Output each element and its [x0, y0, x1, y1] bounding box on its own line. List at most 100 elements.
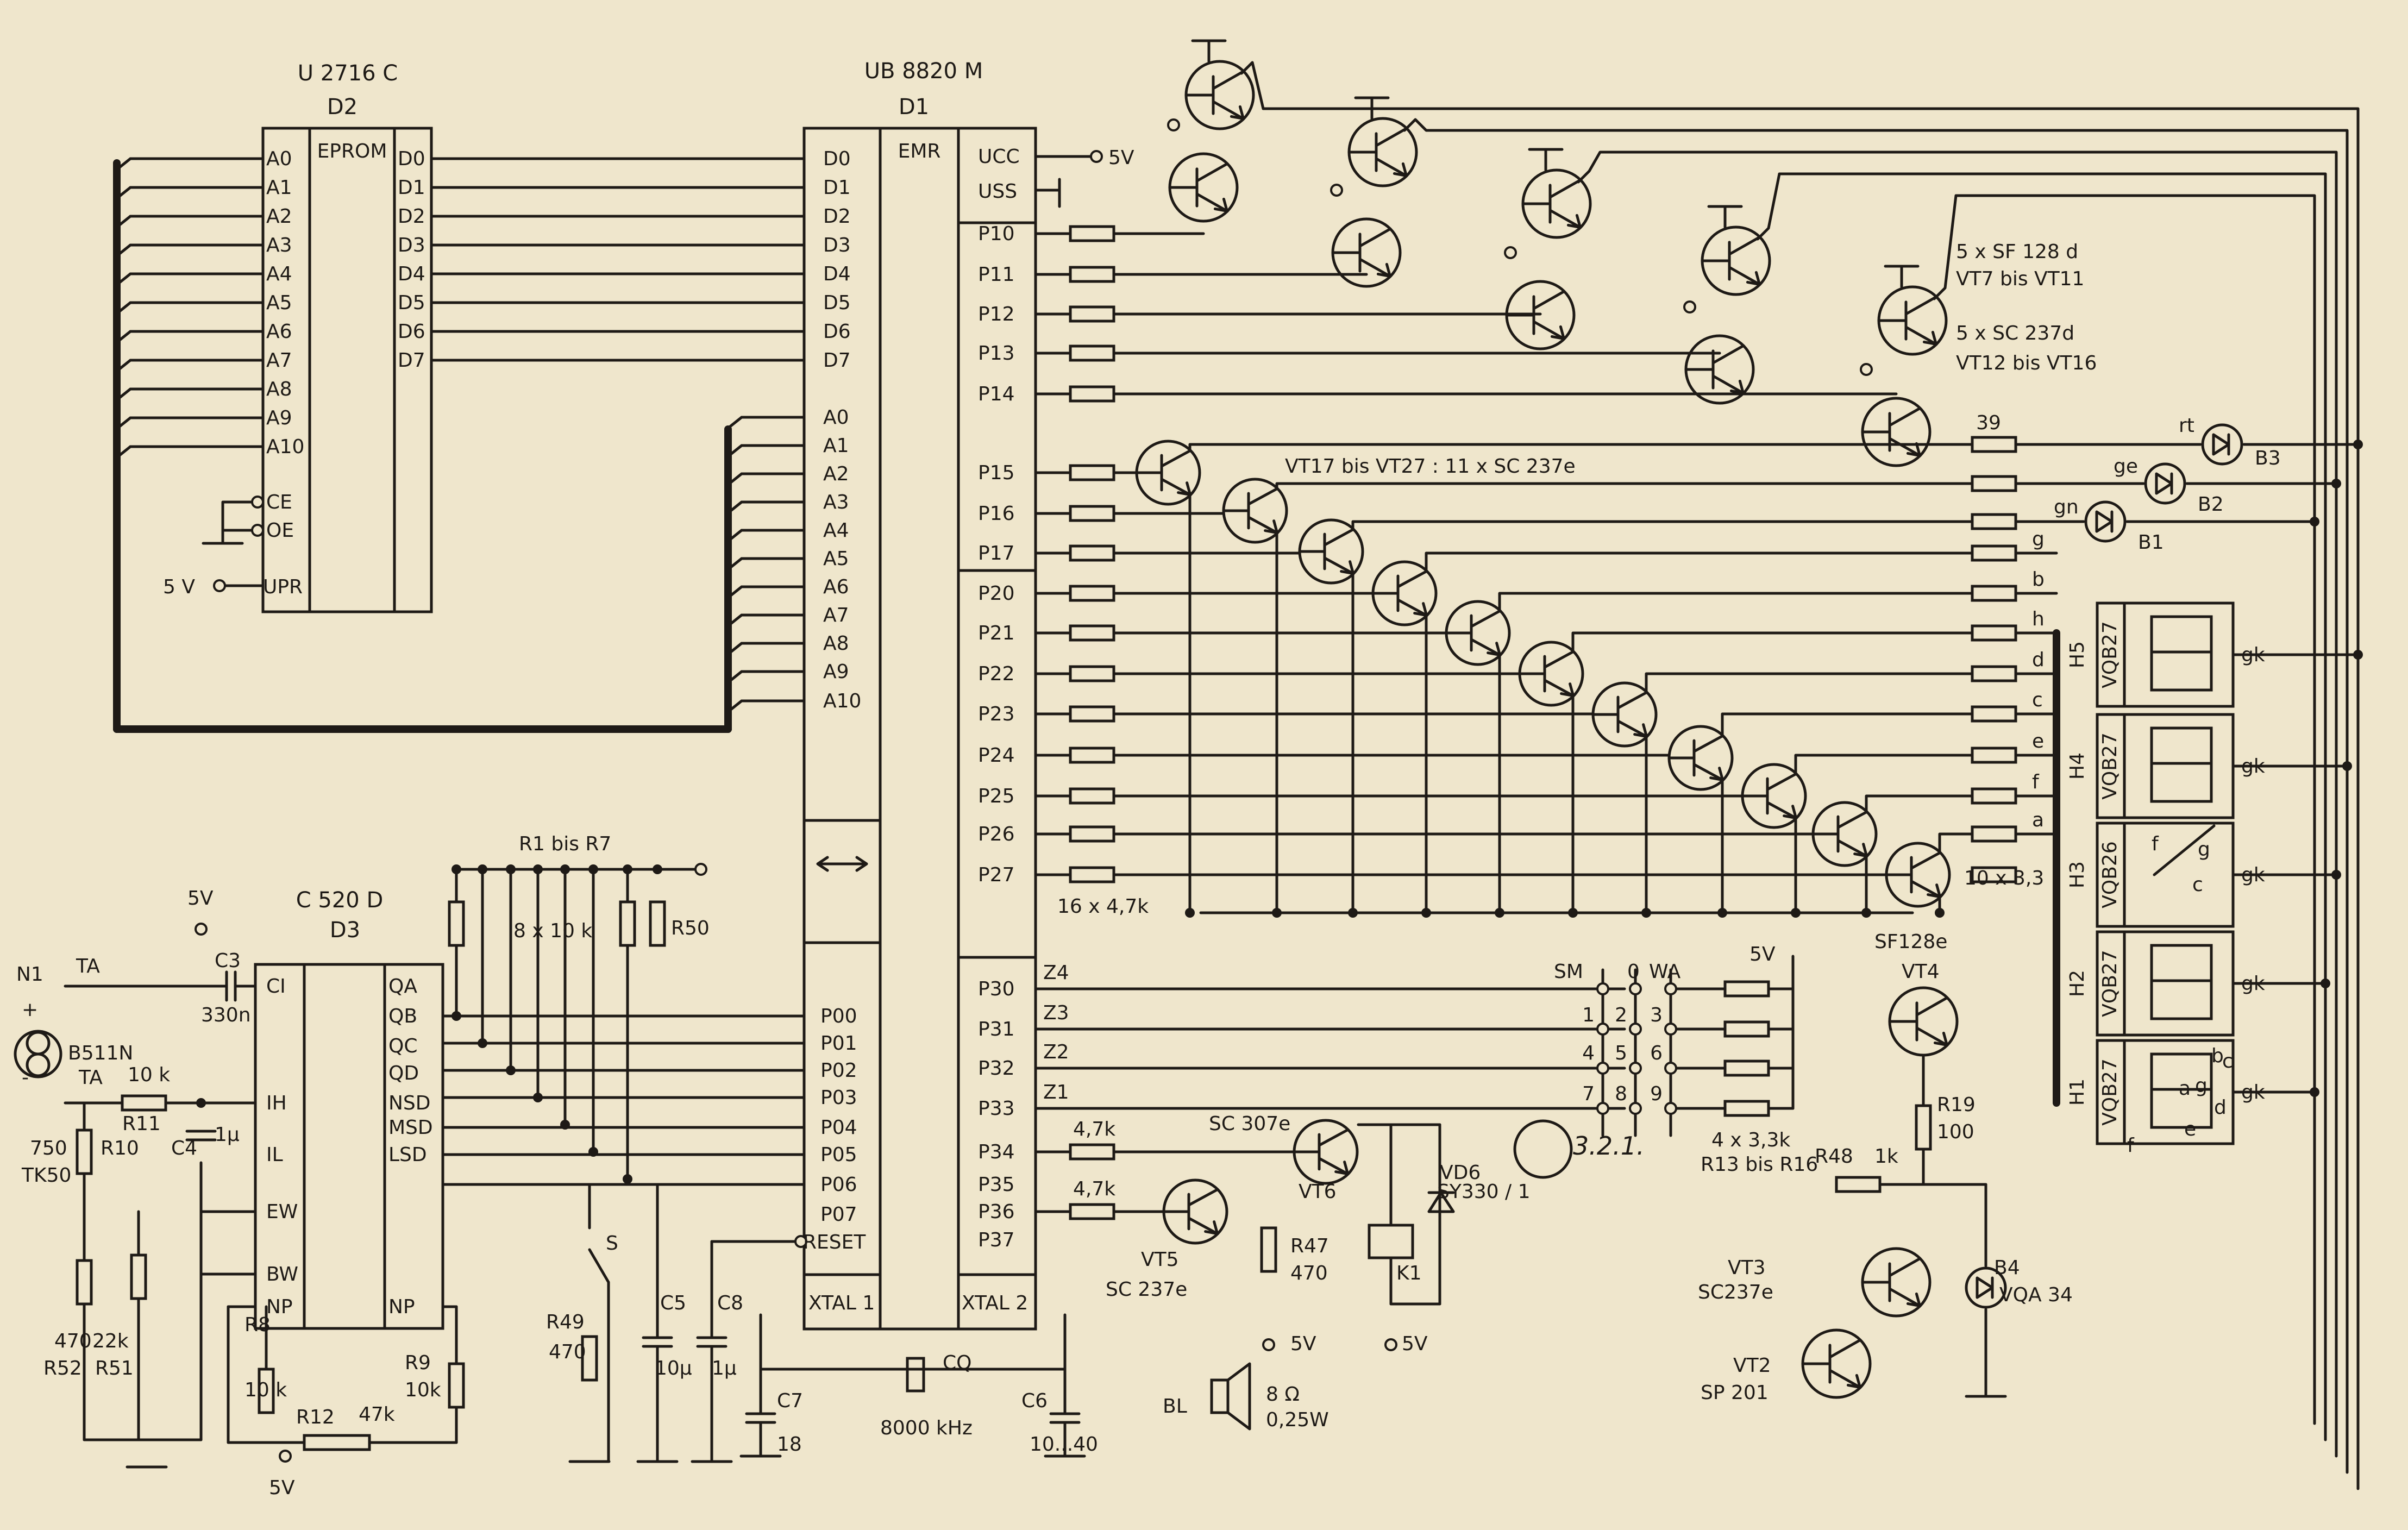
label-r47v: 470	[1290, 1262, 1328, 1284]
transistor-vt	[1692, 763, 1725, 782]
keypad-key: 7	[1582, 1083, 1595, 1105]
transistor-vt	[1766, 772, 1798, 791]
transistor-vt6	[1334, 1161, 1350, 1176]
wire	[1938, 832, 1974, 855]
transistor-vt	[1247, 516, 1279, 535]
led-icon	[1965, 1266, 2007, 1309]
chip-d1-addr: A10	[823, 690, 861, 712]
supply-5v: 5V	[1108, 147, 1134, 169]
resistor	[1971, 436, 2017, 453]
transistor-vt	[1910, 880, 1942, 899]
label-r34: 4,7k	[1073, 1118, 1115, 1140]
junction-dot	[1272, 908, 1282, 918]
wire	[115, 272, 132, 286]
transistor-vt2	[1828, 1369, 1861, 1389]
chip-d1-port: P12	[978, 303, 1015, 325]
resistor	[581, 1335, 598, 1382]
transistor-sc	[1195, 192, 1228, 212]
transistor-vt5	[1204, 1220, 1219, 1236]
display-ref: H1	[2066, 1078, 2089, 1106]
junction-dot	[1348, 908, 1358, 918]
junction-dot	[560, 1120, 570, 1130]
chip-d1-data: D5	[823, 292, 851, 314]
chip-d1-data: D4	[823, 263, 851, 285]
chip-d3-pin: QD	[388, 1062, 419, 1084]
resistor	[1971, 585, 2017, 602]
row-z-label: Z1	[1043, 1081, 1069, 1103]
wire	[115, 301, 132, 315]
segment-label: b	[2032, 568, 2045, 591]
label-minus: -	[22, 1067, 29, 1089]
label-c5: C5	[660, 1292, 686, 1314]
chip-d1-port: P20	[978, 582, 1015, 605]
junction-dot	[451, 1011, 461, 1021]
h1-letter: b	[2211, 1045, 2224, 1067]
chip-d2-ce: CE	[266, 491, 292, 513]
label-r47: R47	[1290, 1235, 1329, 1257]
chip-d1-port: P36	[978, 1201, 1015, 1223]
resistor	[1915, 1104, 1932, 1151]
transistor-sf	[1212, 70, 1245, 90]
keypad-key: 5	[1615, 1042, 1627, 1064]
chip-d2-type: U 2716 C	[298, 61, 398, 86]
transistor-vt3	[1888, 1257, 1921, 1277]
display-ref: H4	[2066, 753, 2089, 780]
label-8x10k: 8 x 10 k	[513, 920, 592, 942]
transistor-sc	[1888, 407, 1921, 427]
chip-d1-port: P05	[820, 1144, 857, 1166]
label-r19v: 100	[1937, 1121, 1974, 1143]
label-c4: C4	[171, 1137, 197, 1159]
display-gk: gk	[2241, 973, 2265, 995]
chip-d2-data: D3	[398, 234, 425, 256]
segment-label: h	[2032, 608, 2045, 630]
chip-d1-port: P16	[978, 503, 1015, 525]
chip-d1-addr: A8	[823, 632, 849, 655]
display-type: VQB27	[2099, 950, 2121, 1017]
chip-d2-addr: A6	[266, 321, 292, 343]
supply-5v: 5V	[1290, 1333, 1316, 1355]
transistor-vt	[1160, 449, 1192, 468]
chip-d3-pin: NSD	[388, 1092, 431, 1114]
transistor-vt	[1633, 723, 1648, 738]
terminal	[1596, 1102, 1609, 1115]
display-digit	[2096, 822, 2235, 928]
chip-d2-addr: A9	[266, 407, 292, 429]
row-z-label: Z2	[1043, 1041, 1069, 1063]
terminal	[1629, 1102, 1642, 1115]
h1-letter: e	[2184, 1118, 2196, 1140]
resistor	[1835, 1176, 1882, 1193]
resistor	[1069, 866, 1115, 883]
chip-d3-pin: EW	[266, 1201, 298, 1223]
led-icon	[2155, 472, 2173, 495]
wire	[726, 699, 743, 713]
chip-d1-addr: A4	[823, 519, 849, 542]
chip-d1-port: P00	[820, 1005, 857, 1027]
segment-label: d	[2032, 649, 2045, 671]
seven-segment-icon	[2150, 1088, 2213, 1129]
transistor-sc	[1888, 437, 1921, 457]
label-r51: R51	[95, 1357, 134, 1379]
junction-dot	[588, 1147, 598, 1157]
junction-dot	[1495, 908, 1504, 918]
resistor	[1069, 787, 1115, 805]
resistor	[1971, 513, 2017, 530]
label-vd6-type: SY330 / 1	[1437, 1181, 1530, 1203]
wire	[115, 157, 132, 171]
resistor	[1260, 1226, 1277, 1273]
chip-d1-port: P32	[978, 1057, 1015, 1080]
transistor-sf	[1728, 236, 1761, 256]
chip-d1-inner: EMR	[898, 140, 941, 162]
resistor	[1971, 624, 2017, 642]
led-icon	[2084, 500, 2127, 543]
resistor	[448, 1362, 465, 1409]
display-ref: H5	[2066, 641, 2089, 668]
chip-d2-addr: A8	[266, 378, 292, 400]
transistor-sf	[1566, 214, 1582, 229]
transistor-sc	[1358, 258, 1391, 278]
supply-5v: 5V	[1402, 1333, 1428, 1355]
label-vt6-ref: VT6	[1299, 1181, 1337, 1203]
junction-dot	[623, 864, 632, 874]
chip-d2-data: D1	[398, 177, 425, 199]
label-b4: B4	[1994, 1257, 2020, 1279]
resistor	[1069, 825, 1115, 843]
